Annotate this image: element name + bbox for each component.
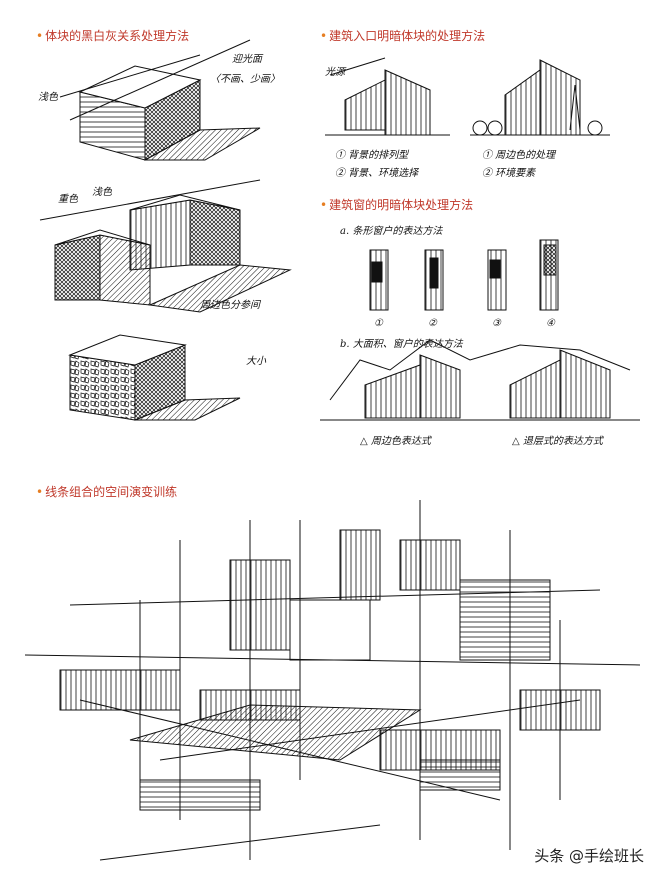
cube-group-1 xyxy=(59,39,261,161)
note-shade-color: 浅色 xyxy=(38,92,58,103)
window-sketches xyxy=(320,239,640,421)
note-mid-tone: 浅色 xyxy=(92,187,112,198)
window-num-3: ③ xyxy=(492,318,501,329)
window-num-2: ② xyxy=(428,318,437,329)
note-light-surface: 迎光面 xyxy=(232,54,262,65)
entrance-note-1: ① 背景的排列型 xyxy=(335,150,409,161)
section-heading-3: •建筑窗的明暗体块处理方法 xyxy=(320,198,474,212)
note-dark-color: 重色 xyxy=(58,194,78,205)
cube-group-2 xyxy=(39,179,292,313)
section-heading-4: •线条组合的空间演变训练 xyxy=(36,485,178,499)
window-caption-1: △ 周边色表达式 xyxy=(360,436,431,447)
entrance-note-4: ② 环境要素 xyxy=(482,168,536,179)
window-title-b: b. 大面积、窗户的表达方法 xyxy=(340,339,463,350)
entrance-note-2: ② 背景、环境选择 xyxy=(335,168,419,179)
window-num-1: ① xyxy=(374,318,383,329)
entrance-note-3: ① 周边色的处理 xyxy=(482,150,556,161)
spatial-composition xyxy=(24,500,641,861)
note-light-source: 光源 xyxy=(325,67,345,78)
window-num-4: ④ xyxy=(546,318,555,329)
note-light-note: 〈不画、少画〉 xyxy=(210,74,280,85)
entrance-sketches xyxy=(325,57,610,136)
window-title-a: a. 条形窗户的表达方法 xyxy=(340,226,443,237)
cube-group-3 xyxy=(68,334,241,421)
note-surrounding: 周边色分参间 xyxy=(200,300,260,311)
section-heading-2: •建筑入口明暗体块的处理方法 xyxy=(320,29,486,43)
note-texture: 大小 xyxy=(246,356,266,367)
watermark: 头条 @手绘班长 xyxy=(534,847,644,865)
window-caption-2: △ 退层式的表达方式 xyxy=(512,436,603,447)
section-heading-1: •体块的黑白灰关系处理方法 xyxy=(36,29,190,43)
